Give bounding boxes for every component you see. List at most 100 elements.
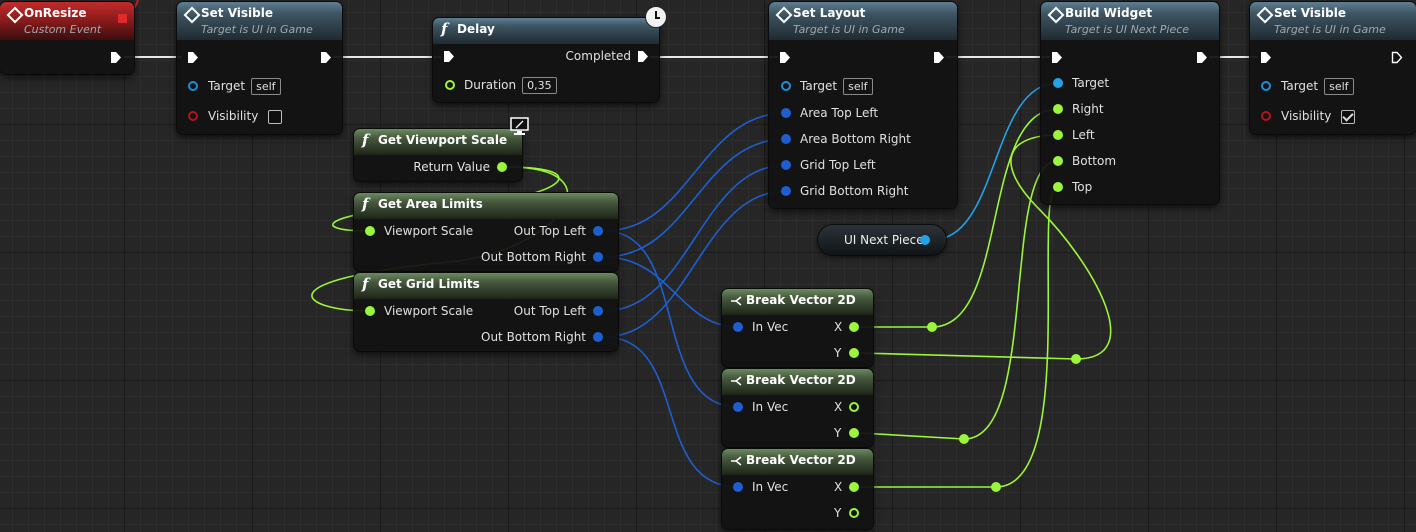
target-pin[interactable] bbox=[188, 81, 198, 91]
top-pin[interactable] bbox=[1053, 182, 1063, 192]
y-label: Y bbox=[834, 346, 842, 360]
on-resize-header[interactable]: OnResize Custom Event bbox=[0, 2, 134, 40]
set-visible-header[interactable]: Set Visible Target is UI in Game bbox=[177, 2, 342, 40]
build-widget-node[interactable]: Build Widget Target is UI Next Piece Tar… bbox=[1041, 2, 1219, 204]
set-visible-header[interactable]: Set Visible Target is UI in Game bbox=[1250, 2, 1416, 40]
out-top-left-label: Out Top Left bbox=[513, 304, 586, 318]
exec-out-pin[interactable] bbox=[320, 51, 332, 64]
break-vector-2d-node[interactable]: Break Vector 2D In Vec X Y bbox=[722, 289, 873, 367]
node-title: Delay bbox=[457, 22, 495, 36]
break-vector-header[interactable]: Break Vector 2D bbox=[722, 289, 873, 315]
out-bottom-right-pin[interactable] bbox=[593, 332, 603, 342]
node-subtitle: Target is UI in Game bbox=[1274, 23, 1386, 36]
area-bottom-right-pin[interactable] bbox=[781, 134, 791, 144]
exec-in-pin[interactable] bbox=[443, 50, 455, 63]
in-vec-pin[interactable] bbox=[733, 402, 743, 412]
call-diamond-icon bbox=[183, 6, 201, 24]
visibility-checkbox[interactable] bbox=[268, 109, 283, 124]
target-self-field[interactable]: self bbox=[251, 78, 281, 95]
get-grid-limits-node[interactable]: f Get Grid Limits Viewport Scale Out Top… bbox=[354, 273, 618, 351]
get-area-limits-node[interactable]: f Get Area Limits Viewport Scale Out Top… bbox=[354, 193, 618, 271]
exec-out-pin[interactable] bbox=[1391, 51, 1403, 64]
x-pin[interactable] bbox=[849, 402, 859, 412]
get-grid-limits-header[interactable]: f Get Grid Limits bbox=[354, 273, 618, 299]
break-vector-header[interactable]: Break Vector 2D bbox=[722, 369, 873, 395]
in-vec-pin[interactable] bbox=[733, 482, 743, 492]
duration-label: Duration bbox=[464, 78, 517, 92]
y-label: Y bbox=[834, 426, 842, 440]
exec-out-pin[interactable] bbox=[1196, 51, 1208, 64]
exec-out-pin[interactable] bbox=[933, 51, 945, 64]
in-vec-pin[interactable] bbox=[733, 322, 743, 332]
break-vector-2d-node[interactable]: Break Vector 2D In Vec X Y bbox=[722, 369, 873, 447]
left-pin[interactable] bbox=[1053, 130, 1063, 140]
out-bottom-right-label: Out Bottom Right bbox=[481, 330, 586, 344]
y-pin[interactable] bbox=[849, 348, 859, 358]
out-top-left-pin[interactable] bbox=[593, 226, 603, 236]
function-f-icon: f bbox=[362, 195, 369, 213]
target-pin[interactable] bbox=[1261, 81, 1271, 91]
x-pin[interactable] bbox=[849, 322, 859, 332]
viewport-scale-pin[interactable] bbox=[365, 306, 375, 316]
target-label: Target bbox=[1072, 76, 1110, 90]
node-title: Break Vector 2D bbox=[746, 373, 856, 387]
visibility-pin[interactable] bbox=[188, 111, 198, 121]
delegate-pin-icon[interactable] bbox=[118, 14, 127, 23]
get-area-limits-header[interactable]: f Get Area Limits bbox=[354, 193, 618, 219]
node-subtitle: Target is UI in Game bbox=[793, 23, 905, 36]
delay-header[interactable]: f Delay bbox=[433, 18, 659, 44]
return-value-pin[interactable] bbox=[497, 162, 507, 172]
break-vector-2d-node[interactable]: Break Vector 2D In Vec X Y bbox=[722, 449, 873, 529]
left-label: Left bbox=[1072, 128, 1095, 142]
target-pin[interactable] bbox=[781, 81, 791, 91]
exec-in-pin[interactable] bbox=[1260, 51, 1272, 64]
variable-output-pin[interactable] bbox=[920, 235, 930, 245]
grid-top-left-pin[interactable] bbox=[781, 160, 791, 170]
node-title: Get Grid Limits bbox=[378, 277, 480, 291]
ui-next-piece-variable[interactable]: UI Next Piece bbox=[818, 225, 946, 255]
bottom-pin[interactable] bbox=[1053, 156, 1063, 166]
out-top-left-pin[interactable] bbox=[593, 306, 603, 316]
visibility-checkbox[interactable] bbox=[1341, 109, 1356, 124]
node-title: Break Vector 2D bbox=[746, 293, 856, 307]
on-resize-node[interactable]: OnResize Custom Event bbox=[0, 2, 134, 74]
get-viewport-scale-header[interactable]: f Get Viewport Scale bbox=[354, 129, 522, 155]
y-pin[interactable] bbox=[849, 508, 859, 518]
node-title: Break Vector 2D bbox=[746, 453, 856, 467]
event-diamond-icon bbox=[6, 6, 24, 24]
y-pin[interactable] bbox=[849, 428, 859, 438]
target-pin[interactable] bbox=[1053, 78, 1063, 88]
node-title: Build Widget bbox=[1065, 6, 1153, 20]
visibility-pin[interactable] bbox=[1261, 111, 1271, 121]
duration-field[interactable]: 0,35 bbox=[522, 77, 557, 94]
out-bottom-right-pin[interactable] bbox=[593, 252, 603, 262]
break-vector-header[interactable]: Break Vector 2D bbox=[722, 449, 873, 475]
right-pin[interactable] bbox=[1053, 104, 1063, 114]
area-top-left-pin[interactable] bbox=[781, 108, 791, 118]
visibility-row: Visibility bbox=[208, 106, 283, 126]
target-self-field[interactable]: self bbox=[1324, 78, 1354, 95]
target-self-field[interactable]: self bbox=[843, 78, 873, 95]
out-bottom-right-label: Out Bottom Right bbox=[481, 250, 586, 264]
node-title: Set Visible bbox=[1274, 6, 1346, 20]
grid-bottom-right-pin[interactable] bbox=[781, 186, 791, 196]
clock-icon bbox=[645, 6, 667, 28]
exec-in-pin[interactable] bbox=[1051, 51, 1063, 64]
exec-in-pin[interactable] bbox=[779, 51, 791, 64]
viewport-scale-pin[interactable] bbox=[365, 226, 375, 236]
completed-exec-pin[interactable] bbox=[637, 50, 649, 63]
node-subtitle: Target is UI Next Piece bbox=[1065, 23, 1190, 36]
x-pin[interactable] bbox=[849, 482, 859, 492]
exec-out-pin[interactable] bbox=[110, 51, 122, 64]
get-viewport-scale-node[interactable]: f Get Viewport Scale Return Value bbox=[354, 117, 529, 181]
duration-pin[interactable] bbox=[445, 80, 455, 90]
set-layout-header[interactable]: Set Layout Target is UI in Game bbox=[769, 2, 957, 40]
exec-in-pin[interactable] bbox=[187, 51, 199, 64]
build-widget-header[interactable]: Build Widget Target is UI Next Piece bbox=[1041, 2, 1219, 40]
area-bottom-right-label: Area Bottom Right bbox=[800, 132, 911, 146]
